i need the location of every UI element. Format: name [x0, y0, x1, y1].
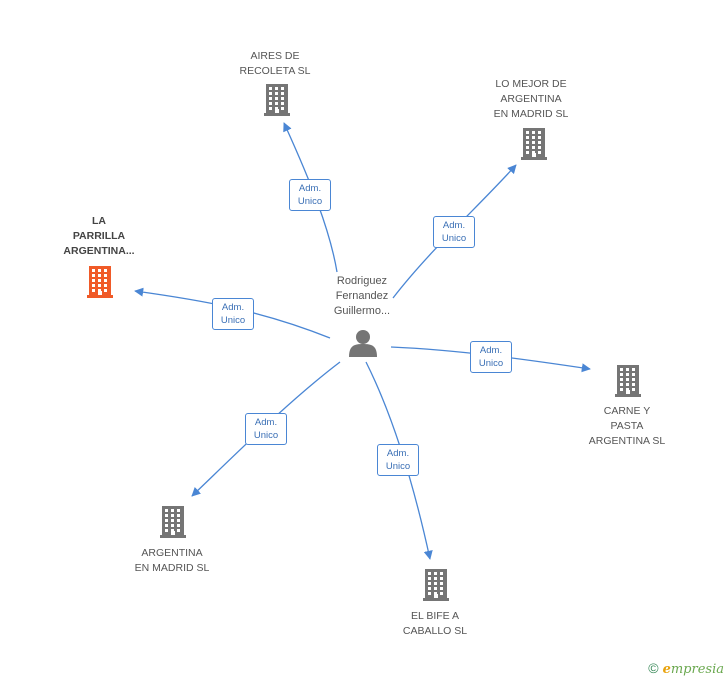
company-label-lomejor[interactable]: LO MEJOR DE ARGENTINA EN MADRID SL	[494, 77, 569, 122]
edge-label-line: Adm.	[386, 448, 410, 459]
company-label-carne[interactable]: CARNE Y PASTA ARGENTINA SL	[589, 404, 665, 449]
company-label-line: AIRES DE	[250, 50, 300, 62]
person-name-line: Fernandez	[335, 290, 389, 302]
edge-label-line: Unico	[297, 196, 323, 207]
company-label-line: ARGENTINA...	[63, 245, 135, 257]
person-icon[interactable]	[349, 330, 377, 357]
company-label-aires[interactable]: AIRES DE RECOLETA SL	[240, 49, 311, 79]
building-icon[interactable]	[521, 128, 547, 160]
company-label-line: EN MADRID SL	[134, 562, 210, 574]
company-label-line: EL BIFE A	[410, 610, 460, 622]
copyright-symbol: ©	[648, 660, 659, 676]
nodes-layer	[87, 84, 641, 601]
footer-brand: ©empresia	[648, 660, 724, 677]
edge-label-line: Adm.	[479, 345, 503, 356]
brand-logo-rest: mpresia	[670, 662, 724, 677]
edge-label-line: Unico	[385, 461, 411, 472]
company-label-argmadrid[interactable]: ARGENTINA EN MADRID SL	[135, 546, 210, 576]
edge-label-parrilla[interactable]: Adm. Unico	[212, 298, 254, 330]
company-label-line: CABALLO SL	[402, 625, 468, 637]
company-label-line: ARGENTINA	[141, 547, 203, 559]
building-icon[interactable]	[87, 266, 113, 298]
company-label-line: ARGENTINA	[500, 93, 562, 105]
edge-label-aires[interactable]: Adm. Unico	[289, 179, 331, 211]
company-label-bife[interactable]: EL BIFE A CABALLO SL	[403, 609, 467, 639]
edge-label-line: Unico	[478, 358, 504, 369]
company-label-line: EN MADRID SL	[493, 108, 569, 120]
company-label-line: ARGENTINA SL	[588, 435, 666, 447]
edge-label-line: Adm.	[298, 183, 322, 194]
edge-label-lomejor[interactable]: Adm. Unico	[433, 216, 475, 248]
person-name-line: Rodriguez	[336, 275, 388, 287]
brand-logo-e: e	[662, 662, 671, 677]
brand-logo: empresia	[663, 662, 724, 677]
company-label-line: LO MEJOR DE	[495, 78, 567, 90]
edge-label-line: Unico	[253, 430, 279, 441]
company-label-line: LA	[91, 215, 106, 227]
edge-label-bife[interactable]: Adm. Unico	[377, 444, 419, 476]
building-icon[interactable]	[423, 569, 449, 601]
company-label-line: RECOLETA SL	[239, 65, 311, 77]
edge-label-line: Adm.	[254, 417, 278, 428]
edge-label-argmadrid[interactable]: Adm. Unico	[245, 413, 287, 445]
company-label-line: PASTA	[610, 420, 644, 432]
company-label-line: PARRILLA	[72, 230, 126, 242]
edge-label-line: Adm.	[442, 220, 466, 231]
edge-label-line: Unico	[441, 233, 467, 244]
edge-label-carne[interactable]: Adm. Unico	[470, 341, 512, 373]
building-icon[interactable]	[160, 506, 186, 538]
building-icon[interactable]	[615, 365, 641, 397]
person-name-line: Guillermo...	[333, 305, 391, 317]
company-label-line: CARNE Y	[603, 405, 651, 417]
company-label-parrilla[interactable]: LA PARRILLA ARGENTINA...	[63, 214, 134, 259]
edge-label-line: Adm.	[221, 302, 245, 313]
building-icon[interactable]	[264, 84, 290, 116]
edge-label-line: Unico	[220, 315, 246, 326]
